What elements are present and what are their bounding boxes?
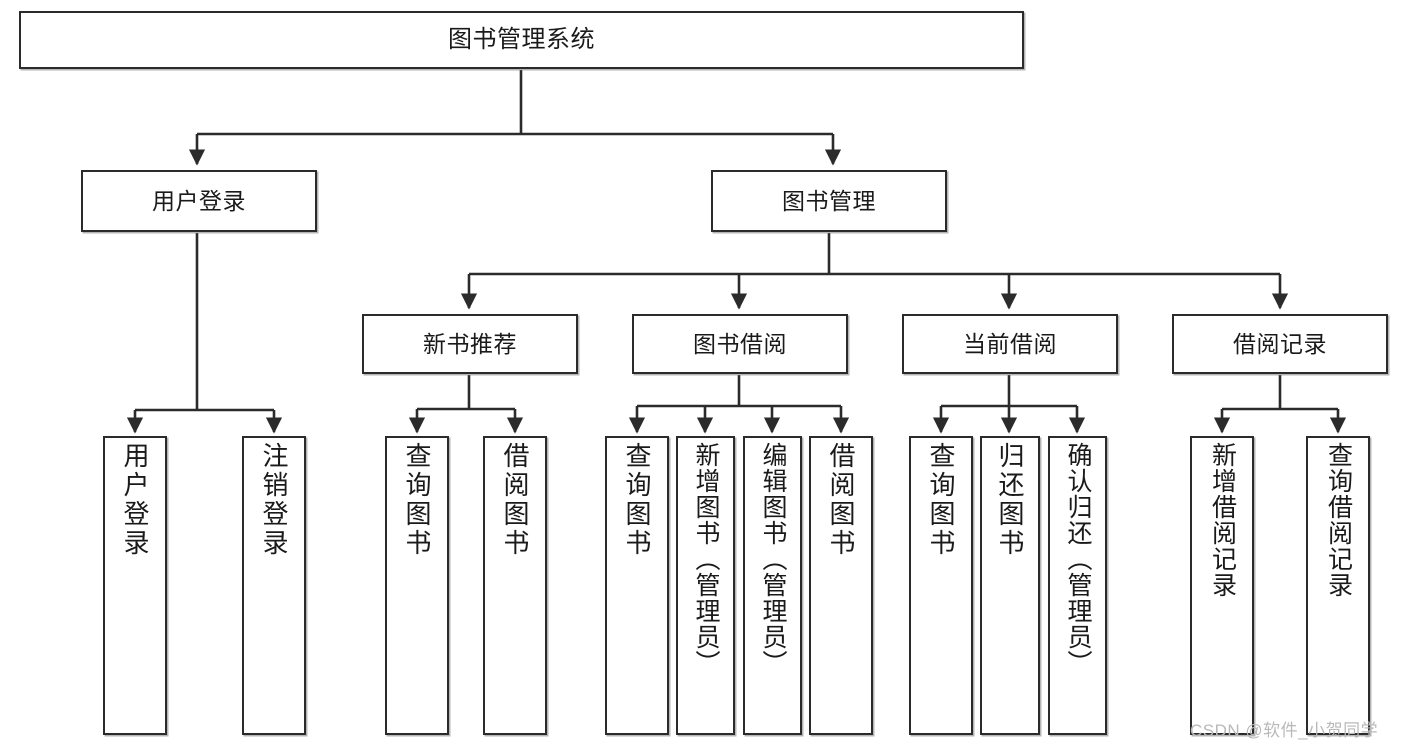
node-label: 确认归还（管理员） [1064,442,1092,676]
leaf-query-book-recommend[interactable]: 查询图书 [385,436,449,735]
node-root-book-management-system[interactable]: 图书管理系统 [19,11,1024,69]
node-label: 当前借阅 [963,330,1057,357]
node-label: 借阅图书 [500,442,530,558]
leaf-return-book[interactable]: 归还图书 [980,436,1040,735]
leaf-edit-book-admin[interactable]: 编辑图书（管理员） [743,436,802,735]
leaf-add-book-admin[interactable]: 新增图书（管理员） [676,436,735,735]
leaf-query-book-borrow[interactable]: 查询图书 [605,436,669,735]
node-label: 新书推荐 [423,330,517,357]
leaf-add-borrow-record[interactable]: 新增借阅记录 [1190,436,1254,735]
leaf-borrow-book-recommend[interactable]: 借阅图书 [483,436,547,735]
node-label: 归还图书 [995,442,1025,558]
leaf-logout[interactable]: 注销登录 [242,436,306,735]
node-borrow-record[interactable]: 借阅记录 [1172,314,1388,374]
node-label: 编辑图书（管理员） [759,442,787,676]
node-label: 注销登录 [259,442,289,558]
node-label: 图书借阅 [693,330,787,357]
node-label: 借阅记录 [1233,330,1327,357]
leaf-borrow-book[interactable]: 借阅图书 [809,436,873,735]
node-book-management[interactable]: 图书管理 [711,170,947,232]
node-new-book-recommend[interactable]: 新书推荐 [362,314,578,374]
leaf-user-login[interactable]: 用户登录 [103,436,167,735]
node-label: 新增图书（管理员） [692,442,720,676]
watermark-text: CSDN @软件_小贺同学 [1190,721,1379,740]
node-label: 图书管理系统 [448,26,595,54]
node-label: 查询借阅记录 [1324,442,1353,598]
leaf-query-book-current[interactable]: 查询图书 [909,436,973,735]
leaf-confirm-return-admin[interactable]: 确认归还（管理员） [1048,436,1107,735]
leaf-query-borrow-record[interactable]: 查询借阅记录 [1306,436,1370,735]
node-label: 新增借阅记录 [1208,442,1237,598]
node-label: 查询图书 [926,442,956,558]
node-label: 图书管理 [782,187,876,214]
node-book-borrow[interactable]: 图书借阅 [632,314,848,374]
node-current-borrow[interactable]: 当前借阅 [902,314,1118,374]
node-label: 借阅图书 [826,442,856,558]
node-label: 用户登录 [152,187,246,214]
node-label: 查询图书 [402,442,432,558]
node-label: 用户登录 [120,442,150,558]
node-user-login[interactable]: 用户登录 [81,170,317,232]
node-label: 查询图书 [622,442,652,558]
